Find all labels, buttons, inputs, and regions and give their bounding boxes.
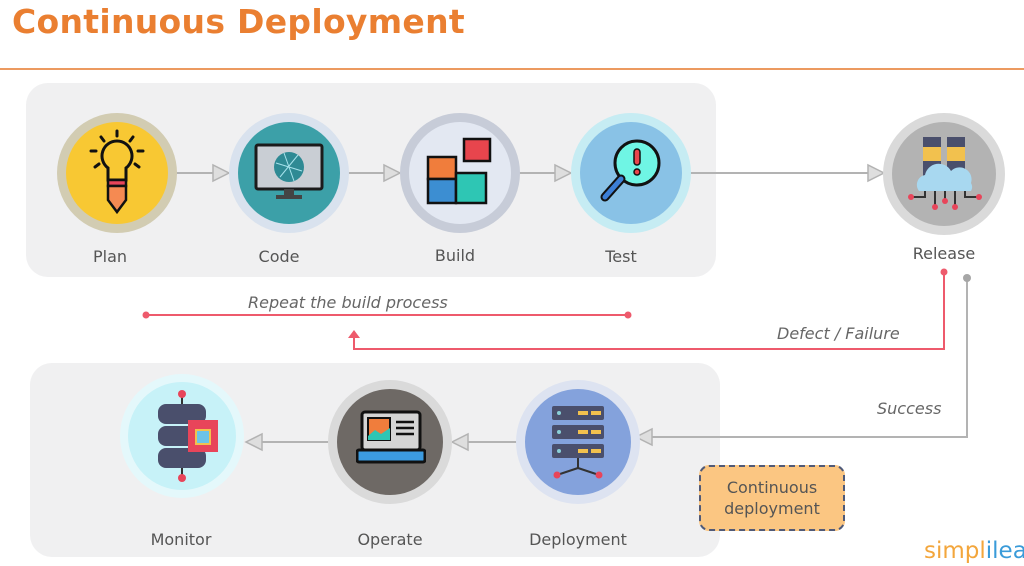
stage-monitor-label: Monitor: [150, 530, 212, 549]
arrowhead: [634, 427, 653, 447]
stage-build[interactable]: [400, 113, 520, 233]
magnifier-alert-icon: [600, 139, 661, 202]
note-line-1: Continuous: [726, 478, 818, 497]
database-lock-icon: [158, 390, 218, 482]
repeat-dot-right: [624, 311, 632, 319]
stage-plan-label: Plan: [92, 247, 128, 266]
stage-code-label: Code: [258, 247, 300, 266]
page-title: Continuous Deployment: [12, 2, 465, 41]
monitor-globe-icon: [254, 143, 324, 199]
puzzle-icon: [426, 137, 492, 205]
logo-part-2: ilea: [985, 538, 1024, 564]
defect-caption: Defect / Failure: [777, 324, 900, 343]
lightbulb-pencil-icon: [89, 129, 145, 215]
stage-deployment-label: Deployment: [529, 530, 627, 549]
logo-part-1: simpl: [924, 538, 986, 564]
stage-release[interactable]: [883, 113, 1005, 235]
arrowhead: [554, 163, 573, 183]
defect-line: [353, 273, 945, 350]
stage-release-label: Release: [912, 244, 976, 263]
arrowhead: [244, 432, 263, 452]
repeat-caption: Repeat the build process: [248, 293, 448, 312]
defect-arrowhead: [348, 330, 360, 338]
stage-operate[interactable]: [328, 380, 452, 504]
cloud-server-icon: [908, 137, 982, 210]
continuous-deployment-note: Continuous deployment: [699, 465, 845, 531]
note-line-2: deployment: [724, 499, 820, 518]
arrowhead: [450, 432, 469, 452]
success-line: [640, 279, 968, 438]
arrowhead: [383, 163, 402, 183]
stage-deployment[interactable]: [516, 380, 640, 504]
defect-dot: [940, 268, 948, 276]
stage-monitor[interactable]: [120, 374, 244, 498]
arrowhead: [212, 163, 231, 183]
laptop-image-icon: [356, 410, 426, 464]
server-rack-icon: [552, 406, 604, 479]
stage-code[interactable]: [229, 113, 349, 233]
success-dot: [963, 274, 971, 282]
repeat-dot-left: [142, 311, 150, 319]
stage-plan[interactable]: [57, 113, 177, 233]
stage-build-label: Build: [434, 246, 476, 265]
stage-test[interactable]: [571, 113, 691, 233]
arrowhead: [867, 163, 886, 183]
success-caption: Success: [877, 399, 942, 418]
stage-test-label: Test: [605, 247, 637, 266]
stage-operate-label: Operate: [357, 530, 423, 549]
brand-logo: simplilea: [924, 538, 1024, 564]
title-divider: [0, 68, 1024, 70]
